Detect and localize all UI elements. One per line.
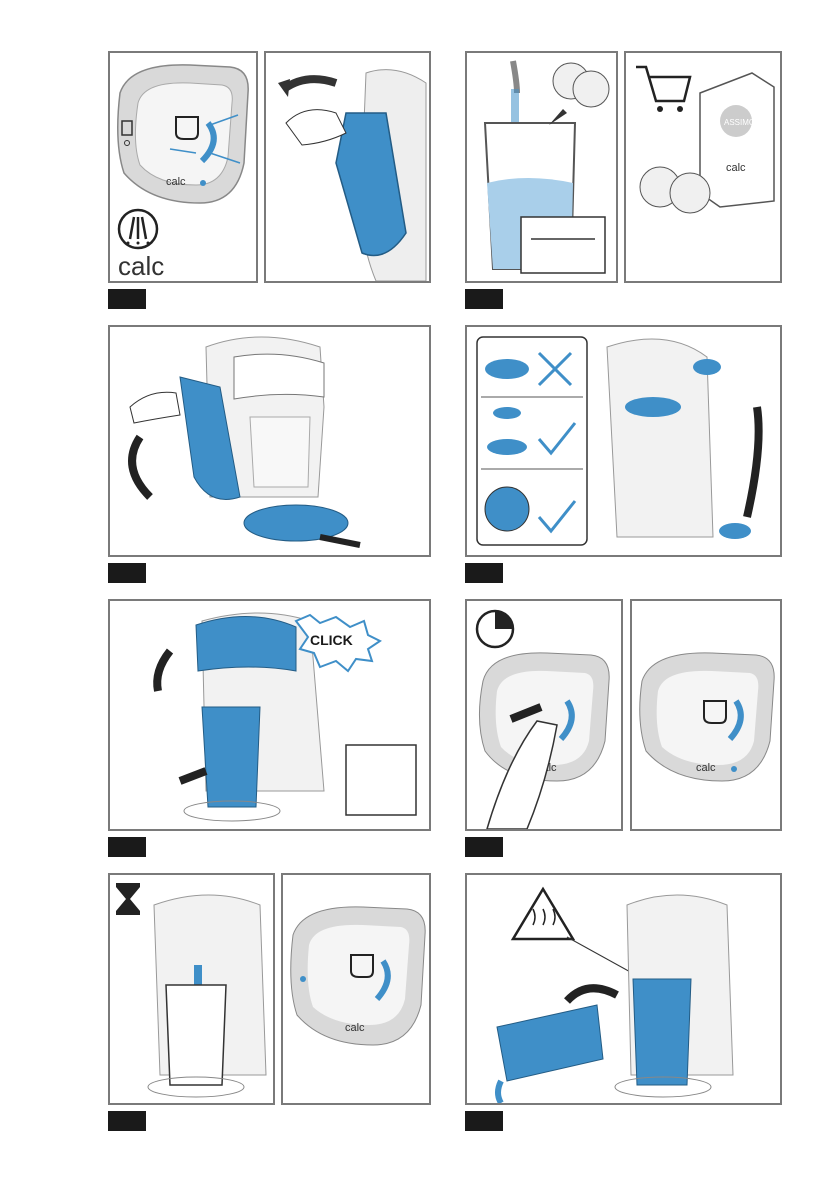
step-badge [108, 563, 146, 583]
panel-descale-indicator-on: calc [281, 873, 431, 1105]
panel-buy-tablets: ASSIMO calc [624, 51, 782, 283]
panel-insert-service-disc [465, 325, 782, 557]
brand-label: ASSIMO [724, 118, 755, 127]
step-badge [465, 289, 503, 309]
panel-descale-blinking: calc [630, 599, 782, 831]
shopping-cart-icon [636, 67, 690, 112]
panel-remove-water-tank [264, 51, 431, 283]
calc-label-small: calc [166, 176, 186, 188]
step-badge [108, 1111, 146, 1131]
click-label: CLICK [310, 632, 353, 648]
panel-remove-drip-tray [108, 325, 431, 557]
panel-place-cup-close-lid: CLICK [108, 599, 431, 831]
step-badge [108, 289, 146, 309]
hot-surface-warning-icon [513, 889, 573, 939]
calc-box-label: calc [726, 162, 746, 174]
timer-icon [477, 611, 513, 647]
step-badge [465, 563, 503, 583]
panel-empty-cup [465, 873, 782, 1105]
step-badge [108, 837, 146, 857]
calc-label-small: calc [696, 762, 716, 774]
panel-dissolve-tablets [465, 51, 618, 283]
panel-descale-indicator: calc calc [108, 51, 258, 283]
descale-icon [119, 210, 157, 248]
panel-descaling-running [108, 873, 275, 1105]
hourglass-icon [116, 883, 140, 915]
step-badge [465, 1111, 503, 1131]
panel-press-button: calc [465, 599, 623, 831]
step-badge [465, 837, 503, 857]
calc-label-large: calc [118, 251, 164, 281]
calc-label-small: calc [345, 1022, 365, 1034]
